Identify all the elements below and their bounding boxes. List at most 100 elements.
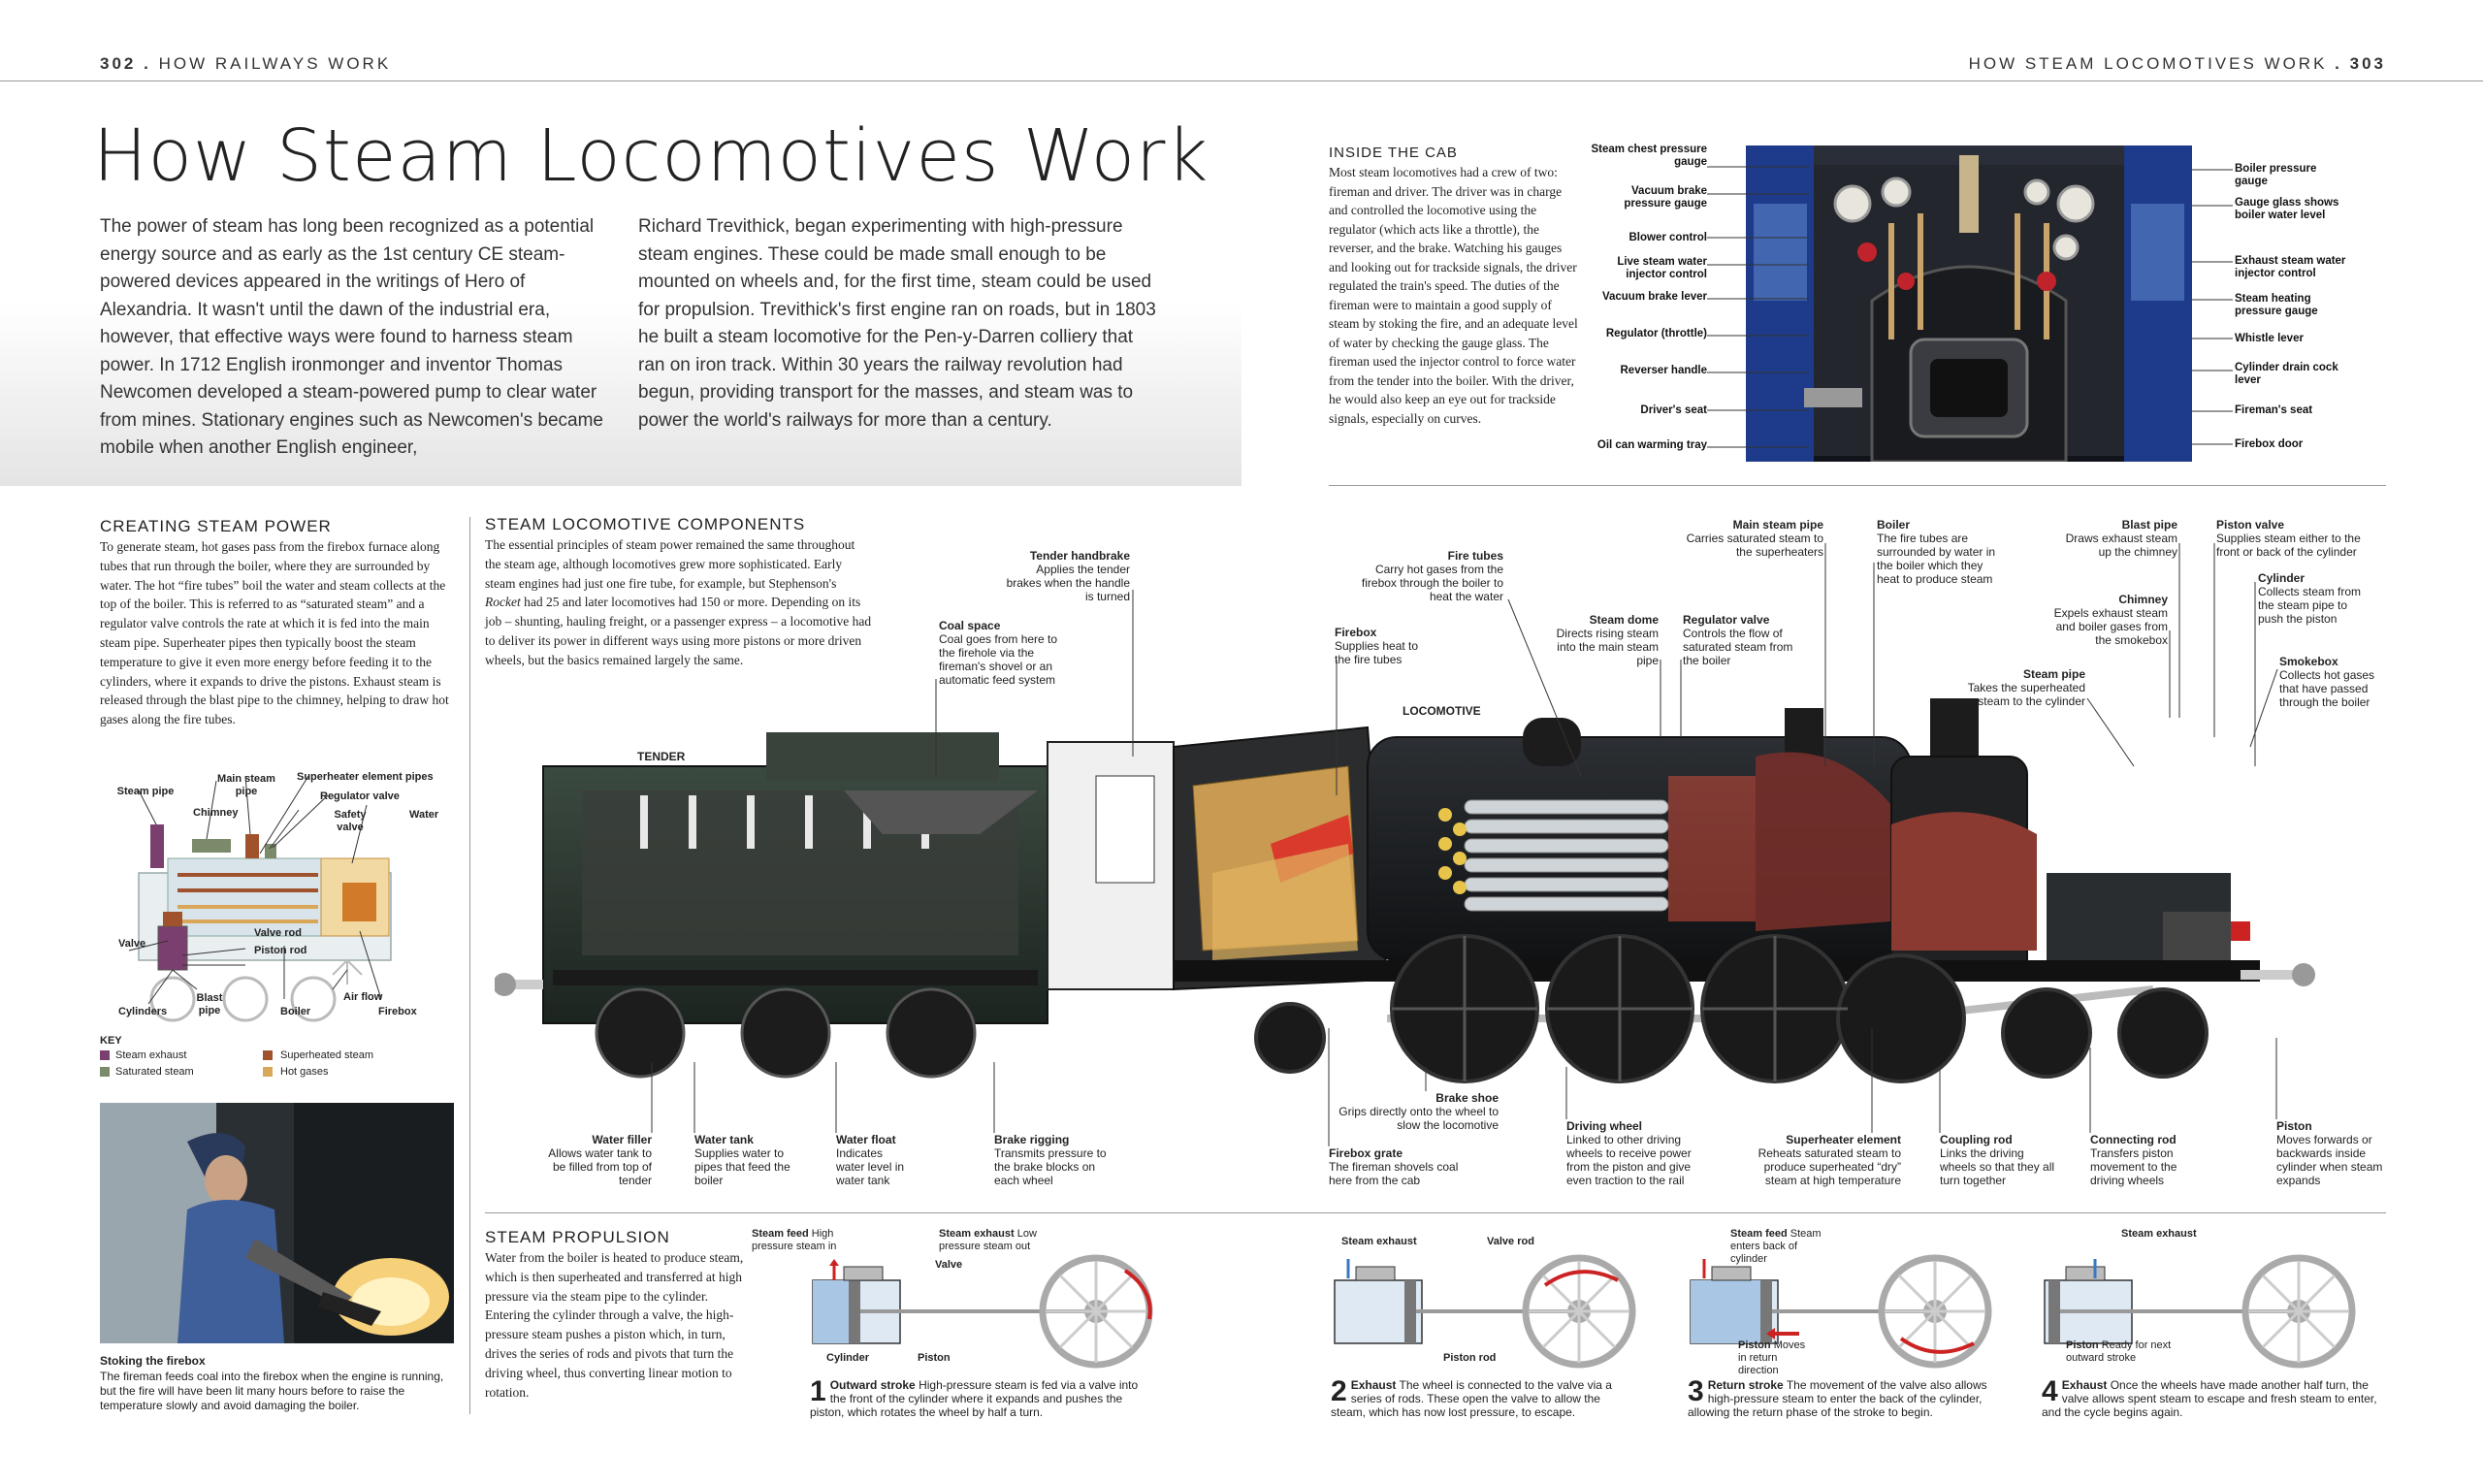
tender-label: TENDER xyxy=(637,750,686,763)
label-chimney: Chimney xyxy=(193,807,239,819)
key-label-saturated: Saturated steam xyxy=(115,1066,194,1078)
cab-label-reverser-handle: Reverser handle xyxy=(1620,365,1708,376)
label-main-steam-pipe: Main steam pipe xyxy=(217,773,275,797)
key-swatch-saturated xyxy=(100,1067,110,1077)
cab-label-steam-heating-gauge: Steam heating pressure gauge xyxy=(2235,293,2318,317)
cab-body: Most steam locomotives had a crew of two… xyxy=(1329,165,1578,426)
label-boiler: Boiler xyxy=(280,1006,311,1017)
key-swatch-superheated xyxy=(263,1050,273,1060)
stroke-3-number: 3 xyxy=(1688,1375,1704,1407)
label-water: Water xyxy=(409,809,439,821)
s2-valve-rod: Valve rod xyxy=(1487,1236,1534,1247)
cab-label-boiler-pressure-gauge: Boiler pressure gauge xyxy=(2235,163,2317,187)
key-label-superheated: Superheated steam xyxy=(280,1049,374,1061)
cab-label-oil-can-tray: Oil can warming tray xyxy=(1596,439,1707,451)
s4-piston: Piston Ready for next outward stroke xyxy=(2066,1339,2172,1364)
intro-col-2: Richard Trevithick, began experimenting … xyxy=(638,216,1156,431)
label-steam-pipe: Steam pipe xyxy=(116,786,175,797)
stroke-4-number: 4 xyxy=(2042,1375,2058,1407)
section-title-left: HOW RAILWAYS WORK xyxy=(158,54,392,73)
stroke-2-text: The wheel is connected to the valve via … xyxy=(1331,1378,1612,1419)
running-head-right: HOW STEAM LOCOMOTIVES WORK . 303 xyxy=(1968,54,2386,73)
creating-body: To generate steam, hot gases pass from t… xyxy=(100,539,449,727)
cab-bottom-rule xyxy=(1329,485,2386,486)
key-label-hot-gases: Hot gases xyxy=(280,1066,329,1078)
page-title: How Steam Locomotives Work xyxy=(93,114,1209,198)
components-body-italic: Rocket xyxy=(485,595,521,610)
label-valve-rod: Valve rod xyxy=(254,927,302,939)
components-body: The essential principles of steam power … xyxy=(485,535,873,670)
cab-label-drain-cock-lever: Cylinder drain cock lever xyxy=(2235,362,2338,386)
stroke-3-diagram xyxy=(1690,1254,1992,1369)
stroke-1-title: Outward stroke xyxy=(829,1378,916,1392)
cab-label-vacuum-brake-gauge: Vacuum brake pressure gauge xyxy=(1624,185,1707,210)
label-piston-rod: Piston rod xyxy=(254,945,307,956)
components-body-a: The essential principles of steam power … xyxy=(485,537,855,591)
photo-caption-title: Stoking the firebox xyxy=(100,1354,206,1368)
s1-valve: Valve xyxy=(935,1259,963,1271)
intro-col-1: The power of steam has long been recogni… xyxy=(100,216,603,458)
key-swatch-hot-gases xyxy=(263,1067,273,1077)
page-number-right: 303 xyxy=(2349,54,2386,73)
cab-label-steam-chest-gauge: Steam chest pressure gauge xyxy=(1591,144,1707,168)
cab-label-gauge-glass: Gauge glass shows boiler water level xyxy=(2235,197,2339,221)
stoking-photo xyxy=(100,1103,454,1343)
label-valve: Valve xyxy=(118,938,146,950)
cab-label-drivers-seat: Driver's seat xyxy=(1640,404,1707,416)
stroke-1-text: High-pressure steam is fed via a valve i… xyxy=(810,1378,1139,1419)
stroke-4-title: Exhaust xyxy=(2061,1378,2108,1392)
title-band xyxy=(0,81,1242,486)
stroke-4-diagram xyxy=(2044,1254,2356,1369)
s2-piston-rod: Piston rod xyxy=(1443,1352,1497,1364)
cab-label-firebox-door: Firebox door xyxy=(2235,438,2304,450)
label-safety-valve: Safety valve xyxy=(334,809,367,833)
s3-piston: Piston Moves in return direction xyxy=(1738,1339,1806,1376)
s3-steam-feed: Steam feed Steam enters back of cylinder xyxy=(1730,1228,1822,1265)
stroke-2-title: Exhaust xyxy=(1350,1378,1397,1392)
components-heading: STEAM LOCOMOTIVE COMPONENTS xyxy=(485,515,806,533)
stroke-1-diagram xyxy=(812,1254,1153,1369)
label-blast-pipe: Blast pipe xyxy=(196,992,223,1016)
photo-caption: The fireman feeds coal into the firebox … xyxy=(100,1370,444,1412)
cab-label-exhaust-injector: Exhaust steam water injector control xyxy=(2235,255,2346,279)
boiler-diagram xyxy=(100,766,459,1028)
cab-leader-lines xyxy=(1707,166,2233,448)
label-cylinders: Cylinders xyxy=(118,1006,168,1017)
cab-label-vacuum-brake-lever: Vacuum brake lever xyxy=(1601,291,1707,303)
section-title-right: HOW STEAM LOCOMOTIVES WORK xyxy=(1968,54,2328,73)
cab-label-firemans-seat: Fireman's seat xyxy=(2235,404,2313,416)
locomotive-label: LOCOMOTIVE xyxy=(1403,704,1481,718)
propulsion-rule xyxy=(485,1212,2386,1213)
label-regulator-valve: Regulator valve xyxy=(320,790,400,802)
cab-label-regulator: Regulator (throttle) xyxy=(1605,328,1707,339)
key-title: KEY xyxy=(100,1035,122,1047)
cab-label-whistle-lever: Whistle lever xyxy=(2235,333,2304,344)
label-firebox: Firebox xyxy=(378,1006,417,1017)
s1-steam-exhaust: Steam exhaust Low pressure steam out xyxy=(939,1228,1037,1252)
components-body-b: had 25 and later locomotives had 150 or … xyxy=(485,595,872,667)
cab-heading: INSIDE THE CAB xyxy=(1329,145,1458,161)
s2-steam-exhaust: Steam exhaust xyxy=(1341,1236,1417,1247)
